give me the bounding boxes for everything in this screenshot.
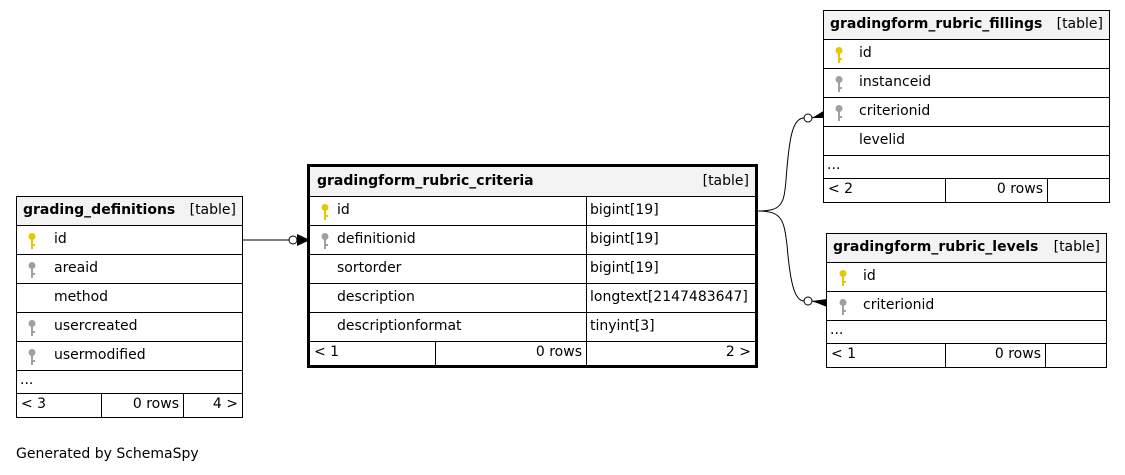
parents-count[interactable]: < 1 [831,346,857,362]
children-count[interactable] [1047,179,1109,202]
table-name: grading_definitions [23,202,176,218]
edge-fillings-to-criteria [757,110,826,212]
column-type-cell: bigint[19] [586,197,755,225]
column-name: id [54,231,67,247]
column-type-cell: longtext[2147483647] [586,284,755,312]
edge-levels-to-criteria [757,210,828,307]
generated-by-caption: Generated by SchemaSpy [16,446,199,462]
foreign-key-icon [834,75,844,93]
column-name: descriptionformat [337,318,462,334]
column-row[interactable]: id [827,262,1106,291]
column-name: id [863,268,876,284]
column-name: usercreated [54,318,138,334]
parents-count[interactable]: < 1 [314,344,340,360]
table-type: [table] [1053,239,1100,255]
table-type: [table] [1056,16,1103,32]
row-count: 0 rows [101,394,183,417]
column-row[interactable]: method [17,283,242,312]
column-name: instanceid [859,74,932,90]
row-count: 0 rows [945,179,1047,202]
children-count[interactable] [1045,344,1106,367]
table-footer: < 2 0 rows [824,178,1109,202]
column-row[interactable]: id [17,225,242,254]
column-row[interactable]: description longtext[2147483647] [310,283,755,312]
table-gradingform-rubric-levels[interactable]: gradingform_rubric_levels [table] id cri… [826,233,1107,368]
primary-key-icon [834,46,844,64]
row-count: 0 rows [945,344,1045,367]
column-row[interactable]: criterionid [824,97,1109,126]
table-grading-definitions[interactable]: grading_definitions [table] id areaid me… [16,196,243,418]
edge-criteria-to-definitions [242,234,310,246]
column-name: usermodified [54,347,146,363]
column-type: longtext[2147483647] [590,289,748,305]
column-row[interactable]: criterionid [827,291,1106,320]
parents-count[interactable]: < 2 [828,181,854,197]
column-type: tinyint[3] [590,318,655,334]
column-row[interactable]: id bigint[19] [310,196,755,225]
column-row[interactable]: levelid [824,126,1109,155]
column-type-cell: tinyint[3] [586,313,755,341]
column-row[interactable]: usermodified [17,341,242,370]
foreign-key-icon [27,348,37,366]
column-row[interactable]: definitionid bigint[19] [310,225,755,254]
column-type: bigint[19] [590,260,659,276]
children-count[interactable]: 4 > [183,394,242,417]
foreign-key-icon [27,261,37,279]
column-name: criterionid [863,297,935,313]
children-count[interactable]: 2 > [586,342,755,365]
column-type: bigint[19] [590,202,659,218]
table-type: [table] [189,202,236,218]
table-header: gradingform_rubric_fillings [table] [824,11,1109,39]
column-name: description [337,289,415,305]
column-name: criterionid [859,103,931,119]
table-footer: < 3 0 rows 4 > [17,393,242,417]
table-gradingform-rubric-criteria[interactable]: gradingform_rubric_criteria [table] id b… [307,164,758,368]
column-name: areaid [54,260,98,276]
column-type-cell: bigint[19] [586,255,755,283]
table-name: gradingform_rubric_criteria [317,173,534,189]
column-name: definitionid [337,231,416,247]
primary-key-icon [27,232,37,250]
column-name: id [859,45,872,61]
table-gradingform-rubric-fillings[interactable]: gradingform_rubric_fillings [table] id i… [823,10,1110,203]
column-row[interactable]: areaid [17,254,242,283]
table-header: gradingform_rubric_levels [table] [827,234,1106,262]
column-row[interactable]: descriptionformat tinyint[3] [310,312,755,341]
primary-key-icon [320,203,330,221]
table-footer: < 1 0 rows 2 > [310,341,755,365]
column-type: bigint[19] [590,231,659,247]
table-name: gradingform_rubric_levels [833,239,1039,255]
column-name: id [337,202,350,218]
foreign-key-icon [320,232,330,250]
parents-count[interactable]: < 3 [21,396,47,412]
column-name: method [54,289,109,305]
column-name: levelid [859,132,906,148]
table-header: grading_definitions [table] [17,197,242,225]
column-name: sortorder [337,260,402,276]
table-footer: < 1 0 rows [827,343,1106,367]
column-row[interactable]: sortorder bigint[19] [310,254,755,283]
primary-key-icon [838,269,848,287]
foreign-key-icon [834,104,844,122]
foreign-key-icon [838,298,848,316]
column-row[interactable]: instanceid [824,68,1109,97]
foreign-key-icon [27,319,37,337]
column-row[interactable]: usercreated [17,312,242,341]
column-row[interactable]: id [824,39,1109,68]
more-columns-ellipsis: ... [17,370,242,393]
row-count: 0 rows [435,342,586,365]
table-header: gradingform_rubric_criteria [table] [310,167,755,196]
table-name: gradingform_rubric_fillings [830,16,1043,32]
more-columns-ellipsis: ... [827,320,1106,343]
column-type-cell: bigint[19] [586,226,755,254]
table-type: [table] [702,173,749,189]
more-columns-ellipsis: ... [824,155,1109,178]
